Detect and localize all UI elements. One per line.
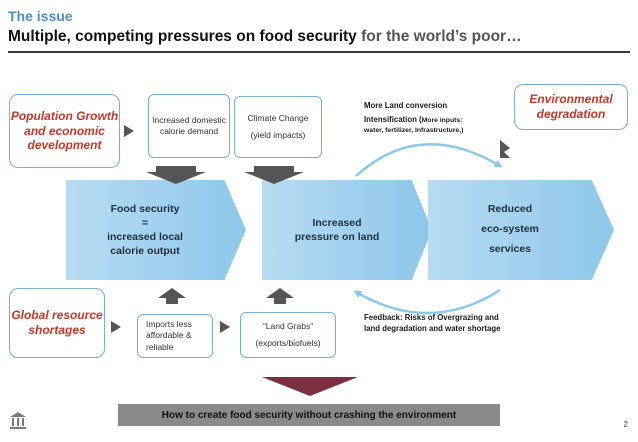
arrow-up-imports (158, 288, 186, 304)
chevron-food-security-line4: calorie output (110, 245, 180, 258)
driver-land-grabs-label: “Land Grabs” (262, 320, 314, 331)
driver-climate-change-label: Climate Change (247, 112, 309, 123)
pressure-population: Population Growth and economic developme… (9, 94, 120, 168)
note-feedback-line1: Feedback: Risks of Overgrazing and (364, 313, 499, 322)
title-main: Multiple, competing pressures on food se… (8, 28, 357, 45)
driver-calorie-demand: Increased domestic calorie demand (148, 94, 230, 158)
chevron-eco-line2: eco-system (481, 223, 539, 236)
arrow-right-imports (220, 321, 230, 333)
arrow-down-calorie (146, 166, 206, 184)
arrow-right-population (124, 125, 134, 137)
pressure-global-label: Global resource shortages (11, 308, 103, 337)
chevron-eco-line3: services (488, 242, 532, 255)
note-feedback: Feedback: Risks of Overgrazing and land … (364, 313, 500, 335)
pressure-environmental-label: Environmental degradation (529, 92, 613, 121)
curved-arrow-top (355, 143, 503, 177)
pressure-environmental: Environmental degradation (514, 84, 628, 130)
chevron-pressure-land-line1: Increased (312, 216, 362, 229)
note-feedback-line2: land degradation and water shortage (364, 323, 501, 333)
kicker-label: The issue (8, 8, 73, 24)
page-number: 2 (623, 420, 628, 429)
note-land-conversion-line: More Land conversion (364, 101, 448, 110)
institution-building-icon (10, 412, 26, 429)
chevron-food-security-line3: increased local (107, 231, 183, 243)
driver-imports: Imports less affordable & reliable (137, 314, 213, 358)
chevron-food-security-line2: = (141, 216, 149, 229)
chevron-reduced-eco-services: Reduced eco-system services (428, 180, 614, 280)
footer-question: How to create food security without cras… (161, 409, 457, 421)
arrow-down-climate (244, 166, 304, 184)
footer-question-bar: How to create food security without cras… (118, 404, 500, 426)
note-intensification: Intensification (More inputs: (364, 115, 463, 126)
pressure-global: Global resource shortages (9, 288, 105, 358)
chevron-eco-line1: Reduced (487, 203, 533, 216)
chevron-food-security: Food security = increased local calorie … (66, 180, 246, 280)
arrow-right-population-shaft (124, 128, 126, 134)
arrow-up-land-grabs (266, 288, 294, 304)
note-intensification-label: Intensification ( (364, 114, 422, 124)
chevron-pressure-on-land: Increased pressure on land (262, 180, 432, 280)
chevron-food-security-line1: Food security (110, 202, 180, 215)
driver-climate-change: Climate Change (yield impacts) (234, 96, 322, 158)
driver-calorie-demand-label: Increased domestic calorie demand (152, 114, 226, 136)
curved-arrow-bottom (353, 288, 501, 315)
pressure-population-label: Population Growth and economic developme… (10, 109, 119, 153)
driver-climate-change-sub: (yield impacts) (250, 130, 306, 140)
arrow-right-global (111, 321, 121, 333)
note-land-conversion: More Land conversion Intensification (Mo… (364, 101, 463, 135)
note-intensification-detail2: water, fertilizer, Infrastructure,) (364, 126, 464, 134)
page-title: Multiple, competing pressures on food se… (8, 28, 522, 46)
note-intensification-detail: More inputs: (421, 116, 463, 124)
driver-imports-label: Imports less affordable & reliable (146, 318, 192, 352)
driver-land-grabs: “Land Grabs” (exports/biofuels) (240, 312, 336, 358)
chevron-pressure-land-line2: pressure on land (294, 231, 380, 243)
driver-land-grabs-sub: (exports/biofuels) (255, 338, 321, 348)
arrow-env-down-left (500, 140, 510, 158)
arrow-down-footer (262, 377, 358, 396)
title-divider (8, 51, 630, 53)
title-tail: for the world’s poor… (356, 28, 522, 45)
